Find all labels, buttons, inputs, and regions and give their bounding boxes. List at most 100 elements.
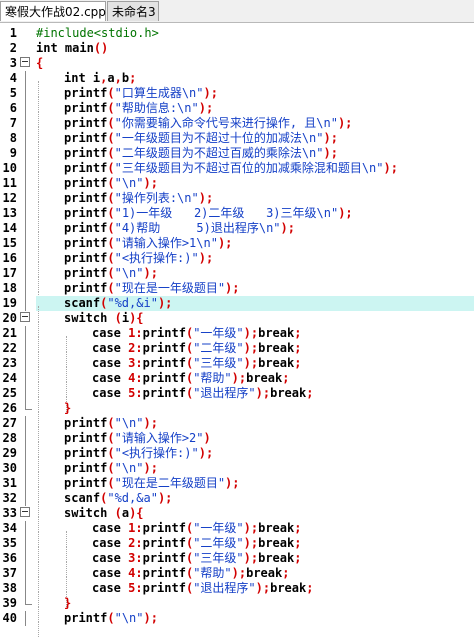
code-token-str: "请输入操作>1\n" <box>114 236 218 250</box>
fold-guide-line <box>25 431 26 446</box>
tab-untitled-3[interactable]: 未命名3 <box>107 1 159 21</box>
line-number: 28 <box>2 431 17 445</box>
tab-active-file[interactable]: 寒假大作战02.cpp <box>0 1 106 21</box>
code-token-fn: scanf <box>64 296 101 310</box>
code-token-pun: : <box>135 386 143 400</box>
code-token-str: "%d,&i" <box>107 296 158 310</box>
code-token-str: "操作列表:\n" <box>114 191 199 205</box>
code-token-pun: ( <box>107 611 115 625</box>
code-token-pun: ; <box>306 386 314 400</box>
code-token-pun: : <box>135 566 143 580</box>
fold-toggle-icon[interactable] <box>20 57 30 67</box>
code-token-pun: ); <box>243 521 259 535</box>
line-number: 5 <box>9 86 17 100</box>
code-token-kw: break <box>258 326 295 340</box>
code-token-fn: printf <box>64 446 108 460</box>
code-token-kw: case <box>92 551 121 565</box>
code-line[interactable]: 1#include<stdio.h> <box>10 26 474 41</box>
fold-end-marker <box>25 401 32 410</box>
code-token-num: 1 <box>128 521 136 535</box>
code-token-pun: : <box>135 341 143 355</box>
code-token-str: "<执行操作:)" <box>114 446 199 460</box>
code-token-pun: ( <box>107 461 115 475</box>
fold-guide-line <box>25 116 26 131</box>
code-token-pun: ); <box>157 296 173 310</box>
code-token-pun: ( <box>107 206 115 220</box>
code-line[interactable]: 3{ <box>10 56 474 71</box>
fold-toggle-icon[interactable] <box>20 507 30 517</box>
code-token-kw: break <box>258 536 295 550</box>
code-token-pun: ; <box>282 371 290 385</box>
code-token-pun: ( <box>185 521 194 535</box>
code-token-str: "请输入操作>2" <box>114 431 204 445</box>
code-token-num: 4 <box>128 566 136 580</box>
fold-guide-line <box>25 446 26 461</box>
line-number: 23 <box>2 356 17 370</box>
code-line[interactable]: 39} <box>3 596 474 622</box>
code-token-pun: { <box>36 56 44 70</box>
fold-toggle-icon[interactable] <box>20 312 30 322</box>
code-token-fn: printf <box>64 146 108 160</box>
code-token-pun: , <box>100 71 108 85</box>
code-line[interactable]: 26} <box>3 401 474 427</box>
code-token-pun: ( <box>107 176 115 190</box>
code-token-kw: case <box>92 581 121 595</box>
code-token-fn: printf <box>142 521 186 535</box>
code-token-fn: printf <box>64 221 108 235</box>
code-token-fn: printf <box>142 386 186 400</box>
code-token-pun: ); <box>323 146 338 160</box>
code-token-fn: printf <box>64 431 108 445</box>
code-token-pun: ( <box>185 386 194 400</box>
code-token-pun: ( <box>107 101 115 115</box>
fold-guide-line <box>25 491 26 506</box>
code-token-fn: printf <box>64 611 108 625</box>
code-token-pun: : <box>135 536 143 550</box>
code-token-kw: case <box>92 341 121 355</box>
code-token-plain: main <box>57 41 94 55</box>
fold-guide-line <box>25 416 26 431</box>
code-token-pun: ( <box>107 266 115 280</box>
code-token-pun: ); <box>231 566 247 580</box>
line-number: 20 <box>2 311 17 325</box>
line-number: 10 <box>2 161 17 175</box>
code-token-fn: printf <box>142 536 186 550</box>
